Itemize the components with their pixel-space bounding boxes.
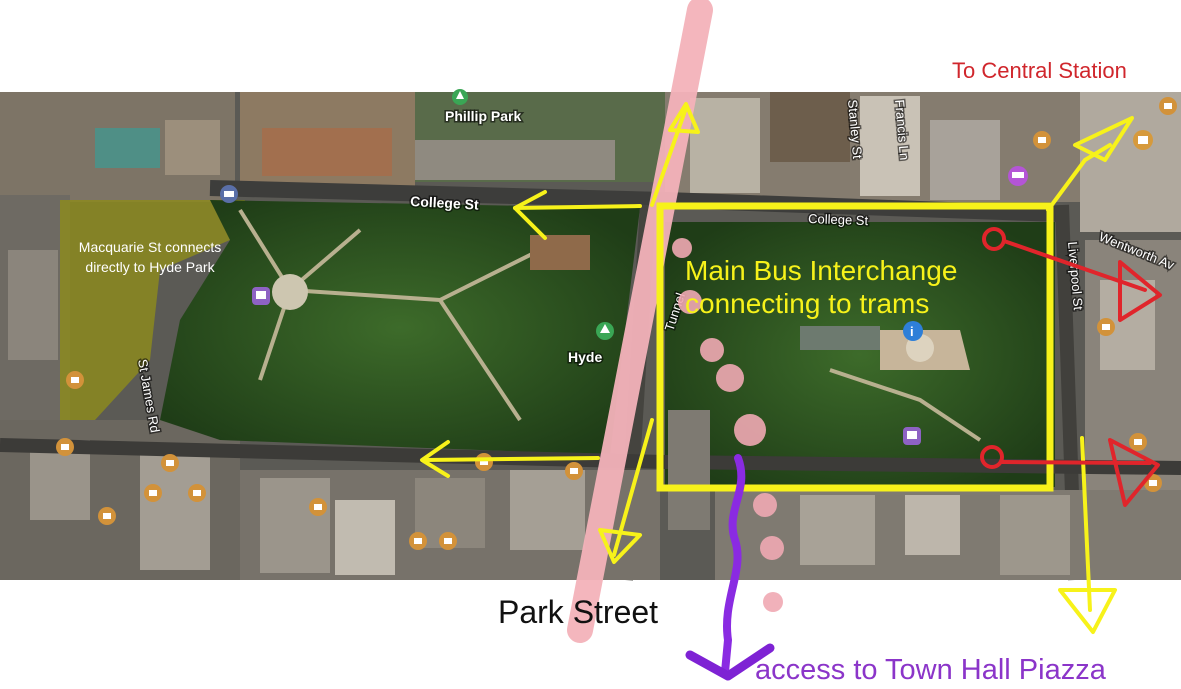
bus-interchange-outline (656, 202, 1054, 492)
satellite-map[interactable] (0, 92, 1181, 581)
macquarie-note-line1: Macquarie St connects (79, 239, 221, 255)
arrow-south-right (1080, 436, 1092, 612)
red-arrow-east (1000, 460, 1152, 465)
building (8, 250, 58, 360)
purple-route (685, 454, 775, 681)
pink-dotted-route (672, 238, 784, 612)
hyde-park-label: Hyde (568, 349, 602, 365)
cafe-icon[interactable] (98, 507, 116, 525)
building (770, 92, 850, 162)
hyde-park-north (160, 200, 640, 455)
park-street-label: Park Street (498, 594, 658, 630)
cafe-icon[interactable] (1159, 97, 1177, 115)
macquarie-note-line2: directly to Hyde Park (85, 259, 215, 275)
arrow-north-elizabeth (650, 106, 688, 207)
cafe-icon[interactable] (144, 484, 162, 502)
tree-icon[interactable] (596, 322, 614, 340)
building (1080, 92, 1181, 232)
train-icon[interactable] (903, 427, 921, 445)
arrow-west-park (423, 456, 600, 462)
cafe-icon[interactable] (309, 498, 327, 516)
building (510, 470, 585, 550)
purple-arrow-head (685, 643, 775, 681)
cafe-icon[interactable] (161, 454, 179, 472)
cafe-icon[interactable] (1129, 433, 1147, 451)
building (260, 478, 330, 573)
arrow-to-central (1046, 143, 1112, 212)
park-paths (829, 368, 982, 442)
building (335, 500, 395, 575)
park-st-road (0, 438, 1181, 475)
poi-markers: i (56, 89, 1177, 550)
cafe-icon[interactable] (1033, 131, 1051, 149)
cafe-icon[interactable] (475, 453, 493, 471)
svg-text:i: i (910, 324, 914, 339)
college-st-label-right: College St (808, 211, 869, 228)
cafe-icon[interactable] (1097, 318, 1115, 336)
cafe-icon[interactable] (188, 484, 206, 502)
pool-of-reflection (800, 326, 880, 350)
tower-building (668, 410, 710, 530)
town-hall-access-label: access to Town Hall Piazza (755, 654, 1107, 686)
building (860, 96, 920, 196)
stanley-st-label: Stanley St (845, 99, 865, 160)
shopping-icon[interactable] (1133, 130, 1153, 150)
red-origin-bottom (980, 445, 1004, 469)
macquarie-st-highlight (60, 200, 245, 420)
building (530, 235, 590, 270)
hyde-park-south (665, 222, 1055, 487)
building (690, 98, 760, 193)
phillip-park-label: Phillip Park (445, 108, 521, 124)
interchange-label-line2: connecting to trams (685, 288, 929, 319)
tree-icon[interactable] (452, 89, 468, 105)
cafe-icon[interactable] (56, 438, 74, 456)
building (415, 140, 615, 180)
yellow-arrows (420, 102, 1134, 634)
park-paths (238, 208, 561, 422)
train-icon[interactable] (252, 287, 270, 305)
cafe-icon[interactable] (66, 371, 84, 389)
building (1000, 495, 1070, 575)
building (262, 128, 392, 176)
fountain (272, 274, 308, 310)
cafe-icon[interactable] (565, 462, 583, 480)
metro-icon[interactable] (220, 185, 238, 203)
building (800, 495, 875, 565)
college-st-label-left: College St (410, 193, 480, 213)
arrow-west-college (513, 204, 642, 210)
info-icon[interactable]: i (903, 321, 923, 341)
cafe-icon[interactable] (439, 532, 457, 550)
cafe-icon[interactable] (409, 532, 427, 550)
building (165, 120, 220, 175)
building (95, 128, 160, 168)
francis-ln-label: Francis Ln (892, 99, 912, 161)
building (930, 120, 1000, 200)
building (905, 495, 960, 555)
red-arrows (980, 227, 1162, 507)
to-central-station-label: To Central Station (952, 58, 1127, 83)
hotel-icon[interactable] (1008, 166, 1028, 186)
interchange-label-line1: Main Bus Interchange (685, 255, 957, 286)
